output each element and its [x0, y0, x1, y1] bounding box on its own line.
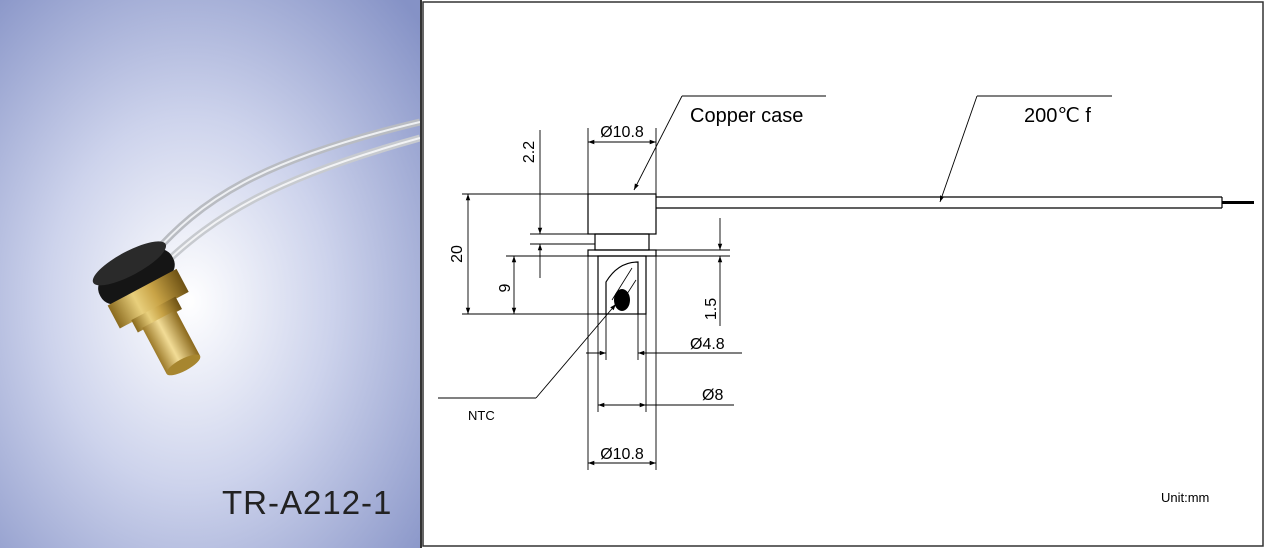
model-number: TR-A212-1 [222, 484, 393, 521]
height-body-label: 9 [497, 283, 514, 292]
inner-bore [605, 261, 639, 314]
height-total-label: 20 [449, 245, 466, 263]
wire-rating-callout: 200℃ f [1024, 105, 1091, 127]
ntc-element [614, 289, 630, 311]
case-neck [594, 233, 650, 251]
case-body [597, 255, 647, 315]
gap-label: 1.5 [703, 298, 720, 320]
unit-label: Unit:mm [1161, 490, 1209, 505]
sensor-body [92, 241, 201, 376]
product-photo-panel: TR-A212-1 [0, 0, 422, 548]
ntc-callout: NTC [468, 408, 495, 423]
top-diameter-label: Ø10.8 [600, 124, 644, 141]
copper-case-callout: Copper case [690, 105, 803, 127]
wire-leader [939, 95, 978, 203]
pin-diameter-label: Ø4.8 [690, 336, 725, 353]
case-head [587, 193, 657, 235]
technical-drawing-panel: Ø10.8 20 2.2 9 1.5 Ø4.8 Ø8 Ø10.8 Copper … [422, 0, 1265, 548]
technical-drawing: Ø10.8 20 2.2 9 1.5 Ø4.8 Ø8 Ø10.8 Copper … [422, 1, 1264, 547]
case-leader [633, 95, 683, 191]
case-flange [587, 249, 657, 257]
drawing-frame [422, 1, 1264, 547]
body-diameter-label: Ø8 [702, 387, 723, 404]
product-photo [0, 0, 420, 548]
height-cap-label: 2.2 [521, 141, 538, 163]
bottom-diameter-label: Ø10.8 [600, 446, 644, 463]
